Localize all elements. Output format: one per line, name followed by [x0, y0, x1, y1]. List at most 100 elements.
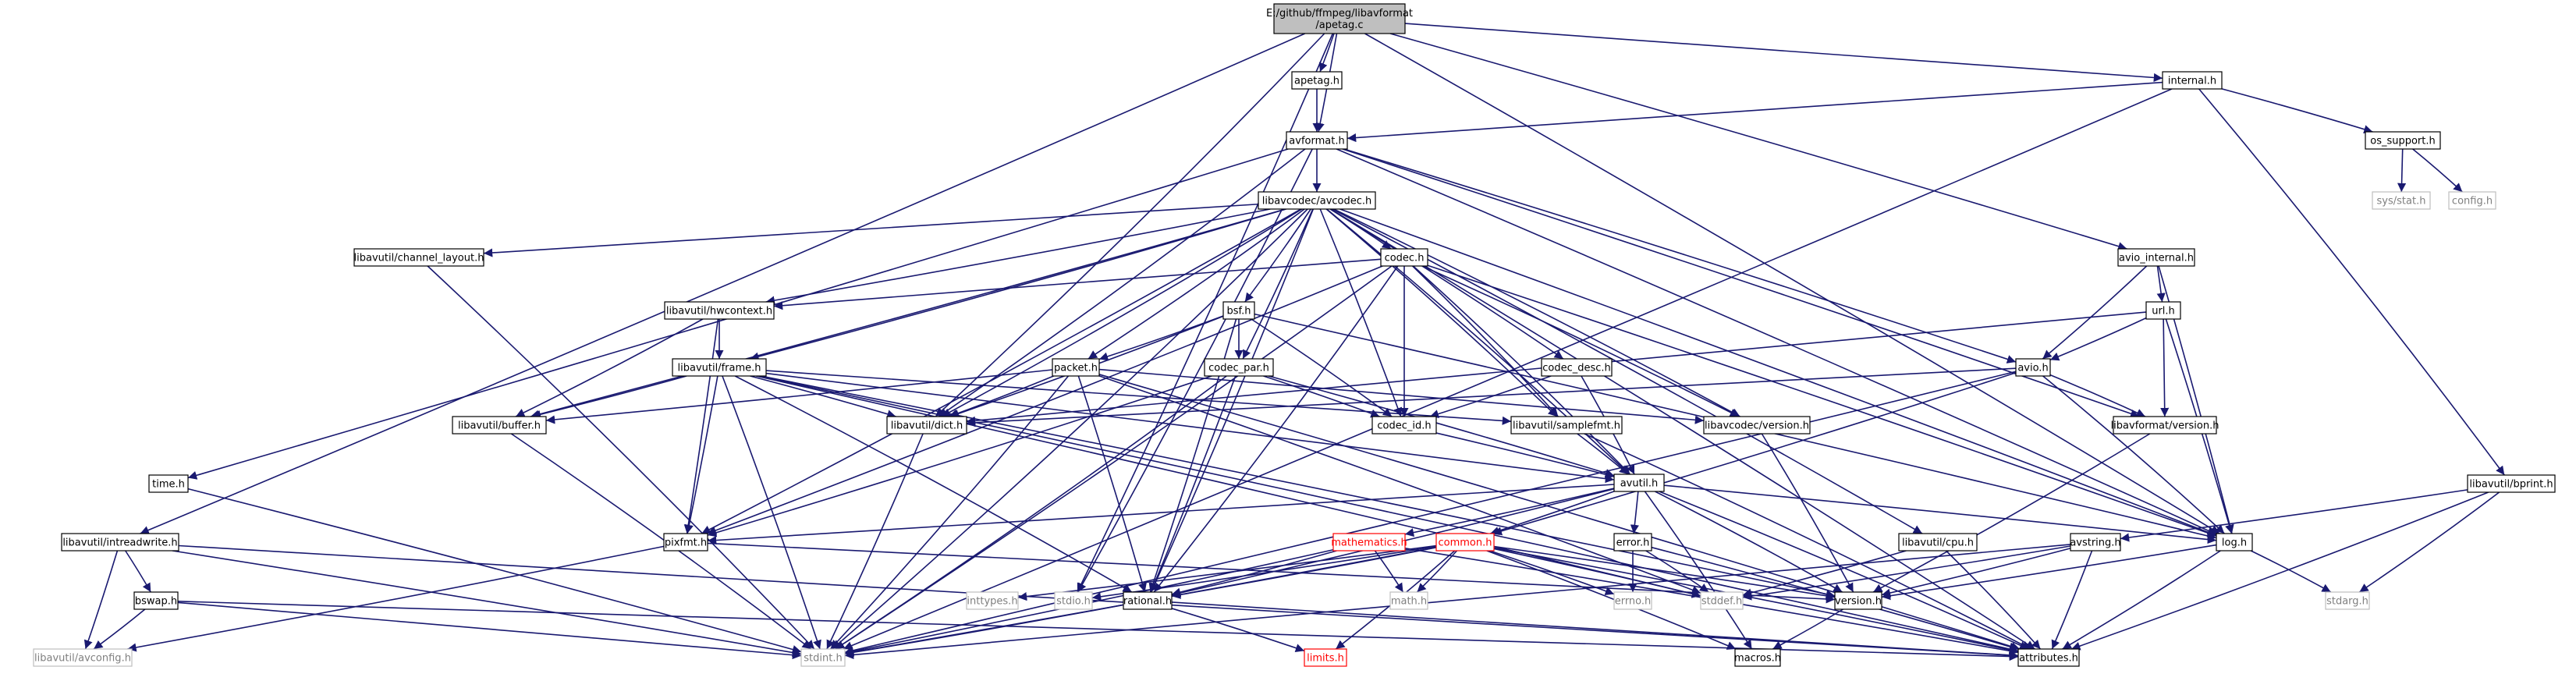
node-stdint_h: stdint.h [800, 648, 846, 667]
node-avformat_version_h[interactable]: libavformat/version.h [2111, 416, 2219, 434]
node-avio_h[interactable]: avio.h [2015, 358, 2051, 377]
edge-avcodec_h-to-attributes_h [1330, 208, 2035, 650]
edge-rational_h-to-attributes_h [1171, 601, 2019, 660]
edge-log_h-to-stdarg_h [2250, 550, 2332, 593]
edge-avcodec_h-to-avutil_h [1326, 208, 1630, 475]
node-avutil_h[interactable]: avutil.h [1613, 474, 1665, 492]
edge-avformat_h-to-avio_h [1343, 148, 2017, 364]
node-box-error_h [1613, 533, 1652, 552]
node-avstring_h[interactable]: avstring.h [2070, 533, 2121, 552]
node-time_h[interactable]: time.h [148, 474, 189, 493]
node-rational_h[interactable]: rational.h [1123, 591, 1173, 610]
node-box-errno_h [1613, 591, 1652, 610]
node-dict_h[interactable]: libavutil/dict.h [886, 416, 967, 434]
node-os_support_h[interactable]: os_support.h [2365, 131, 2441, 150]
node-avformat_h[interactable]: avformat.h [1286, 131, 1348, 150]
edge-mathematics_h-to-rational_h [1171, 550, 1337, 597]
node-frame_h[interactable]: libavutil/frame.h [672, 358, 767, 377]
node-label-apetag_h: apetag.h [1294, 76, 1339, 87]
edge-intreadwrite_h-to-bswap_h [125, 550, 151, 593]
node-internal_h[interactable]: internal.h [2162, 71, 2223, 90]
node-common_h[interactable]: common.h [1435, 533, 1495, 552]
node-buffer_h[interactable]: libavutil/buffer.h [452, 416, 547, 434]
edge-error_h-to-stddef_h [1645, 550, 1709, 593]
node-error_h[interactable]: error.h [1613, 533, 1652, 552]
edge-apetag_c-to-dict_h [935, 33, 1325, 417]
edge-codec_par_h-to-codec_id_h [1263, 375, 1380, 418]
node-mathematics_h[interactable]: mathematics.h [1331, 533, 1407, 552]
edge-buffer_h-to-stdint_h [510, 433, 812, 650]
edge-time_h-to-stdint_h [187, 488, 802, 654]
node-hwcontext_h[interactable]: libavutil/hwcontext.h [664, 301, 775, 320]
edge-avcodec_h-to-dict_h [941, 208, 1303, 417]
edge-avcodec_h-to-packet_h [1088, 208, 1305, 360]
node-label-url_h: url.h [2152, 306, 2175, 317]
edge-bsf_h-to-packet_h [1098, 315, 1224, 361]
node-box-macros_h [1734, 648, 1781, 667]
edge-apetag_c-to-log_h [1364, 33, 2220, 534]
node-label-frame_h: libavutil/frame.h [678, 363, 761, 374]
node-apetag_c[interactable]: E:/github/ffmpeg/libavformat/apetag.c [1266, 3, 1413, 34]
node-label-channel_layout_h: libavutil/channel_layout.h [354, 253, 484, 264]
node-codec_desc_h[interactable]: codec_desc.h [1541, 358, 1613, 377]
node-label-dict_h: libavutil/dict.h [891, 420, 963, 432]
node-macros_h[interactable]: macros.h [1734, 648, 1781, 667]
node-limits_h[interactable]: limits.h [1304, 648, 1347, 667]
node-label-avstring_h: avstring.h [2070, 537, 2120, 549]
node-label-avio_internal_h: avio_internal.h [2119, 253, 2194, 264]
node-attributes_h[interactable]: attributes.h [2017, 648, 2080, 667]
node-codec_h[interactable]: codec.h [1380, 248, 1428, 267]
node-avio_internal_h[interactable]: avio_internal.h [2117, 248, 2195, 267]
node-bswap_h[interactable]: bswap.h [133, 591, 179, 610]
edge-avutil_h-to-version_h [1655, 491, 1843, 593]
edge-intreadwrite_h-to-stdint_h [172, 550, 802, 658]
node-label-version_h: version.h [1835, 596, 1882, 608]
node-label-error_h: error.h [1616, 537, 1650, 549]
node-avcodec_h[interactable]: libavcodec/avcodec.h [1258, 191, 1376, 210]
node-apetag_h[interactable]: apetag.h [1291, 71, 1343, 90]
edge-common_h-to-stddef_h [1493, 548, 1701, 598]
node-cpu_h[interactable]: libavutil/cpu.h [1898, 533, 1978, 552]
node-box-log_h [2216, 533, 2253, 552]
node-avconfig_h: libavutil/avconfig.h [33, 648, 133, 667]
node-log_h[interactable]: log.h [2216, 533, 2253, 552]
edge-avcodec_h-to-buffer_h [530, 208, 1286, 419]
node-channel_layout_h[interactable]: libavutil/channel_layout.h [353, 248, 484, 267]
node-samplefmt_h[interactable]: libavutil/samplefmt.h [1510, 416, 1623, 434]
node-codec_id_h[interactable]: codec_id.h [1371, 416, 1437, 434]
edge-common_h-to-stdio_h [1091, 545, 1437, 601]
node-label-bswap_h: bswap.h [135, 596, 177, 608]
edge-avutil_h-to-macros_h [1644, 491, 1753, 650]
node-label-internal_h: internal.h [2168, 76, 2216, 87]
edge-intreadwrite_h-to-attributes_h [178, 544, 2019, 660]
node-label-config_h: config.h [2452, 196, 2493, 207]
node-packet_h[interactable]: packet.h [1052, 358, 1100, 377]
node-box-avstring_h [2070, 533, 2121, 552]
node-bsf_h[interactable]: bsf.h [1222, 301, 1255, 320]
edge-frame_h-to-dict_h [750, 375, 896, 419]
edge-avcodec_h-to-codec_id_h [1319, 208, 1403, 417]
edge-rational_h-to-stdint_h [844, 604, 1124, 657]
node-label-avcodec_version_h: libavcodec/version.h [1705, 420, 1809, 432]
edge-packet_h-to-buffer_h [545, 369, 1053, 424]
node-avcodec_version_h[interactable]: libavcodec/version.h [1703, 416, 1811, 434]
node-url_h[interactable]: url.h [2145, 301, 2181, 320]
edge-frame_h-to-stddef_h [756, 375, 1701, 598]
edge-apetag_c-to-internal_h [1404, 23, 2163, 82]
node-box-avutil_h [1613, 474, 1665, 492]
node-pixfmt_h[interactable]: pixfmt.h [663, 533, 708, 552]
node-codec_par_h[interactable]: codec_par.h [1204, 358, 1274, 377]
edge-avutil_h-to-mathematics_h [1404, 488, 1615, 537]
edge-common_h-to-errno_h [1489, 550, 1615, 595]
edge-codec_h-to-avcodec_version_h [1421, 265, 1740, 417]
edge-pixfmt_h-to-avconfig_h [127, 545, 665, 652]
node-bprint_h[interactable]: libavutil/bprint.h [2467, 474, 2556, 493]
edge-common_h-to-inttypes_h [1017, 544, 1437, 601]
node-intreadwrite_h[interactable]: libavutil/intreadwrite.h [61, 533, 179, 552]
node-box-samplefmt_h [1510, 416, 1623, 434]
edge-bprint_h-to-attributes_h [2070, 491, 2489, 651]
node-box-packet_h [1052, 358, 1100, 377]
edge-avcodec_h-to-bsf_h [1244, 208, 1311, 303]
node-label-stdarg_h: stdarg.h [2326, 596, 2368, 608]
node-version_h[interactable]: version.h [1834, 591, 1882, 610]
